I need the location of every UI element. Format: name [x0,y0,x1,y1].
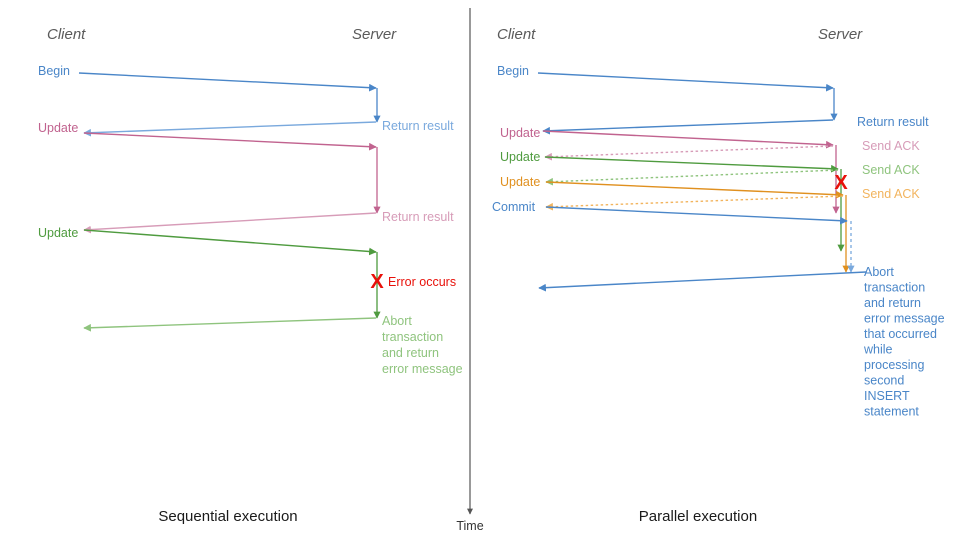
message-label-begin-request: Begin [38,64,70,78]
message-line-abort-return [83,317,377,332]
message-line-update2-request [544,156,839,173]
message-line-update3-request [545,181,844,199]
message-line-begin-request [537,72,834,92]
time-axis-label: Time [456,519,483,533]
message-label-begin-request: Begin [497,64,529,78]
message-line-update3-ack [545,195,844,211]
message-label-update3-request: Update [500,175,540,189]
error-x-icon: X [370,271,384,293]
error-label: Error occurs [388,275,456,289]
message-label-update1-request: Update [500,126,540,140]
message-label-begin-return-result: Return result [857,115,929,129]
message-label-update1-return-result: Return result [382,210,454,224]
error-x-icon: X [834,172,848,194]
message-line-update2-request [83,229,377,256]
lane-header-client: Client [47,26,86,43]
message-line-update1-request [83,132,377,151]
message-line-update1-return-result [83,212,377,234]
message-line-update2-ack [545,169,839,186]
time-axis-layer: Time [456,400,484,533]
message-line-update1-request [542,130,834,149]
lane-header-server: Server [818,26,863,43]
message-line-begin-return-result [542,119,834,135]
lane-header-server: Server [352,26,397,43]
panel-caption-sequential: Sequential execution [158,508,297,525]
message-label-update3-ack: Send ACK [862,187,920,201]
message-label-update2-request: Update [38,226,78,240]
message-line-begin-return-result [83,121,377,137]
message-line-commit-request [545,206,848,225]
message-label-update1-ack: Send ACK [862,139,920,153]
message-label-update2-request: Update [500,150,540,164]
panel-caption-parallel: Parallel execution [639,508,757,525]
message-label-commit-request: Commit [492,200,536,214]
message-label-update1-request: Update [38,121,78,135]
message-line-begin-request [78,72,377,92]
message-label-update2-ack: Send ACK [862,163,920,177]
message-line-abort-return [538,271,867,292]
lane-header-client: Client [497,26,536,43]
message-line-update1-ack [544,145,834,161]
message-label-begin-return-result: Return result [382,119,454,133]
